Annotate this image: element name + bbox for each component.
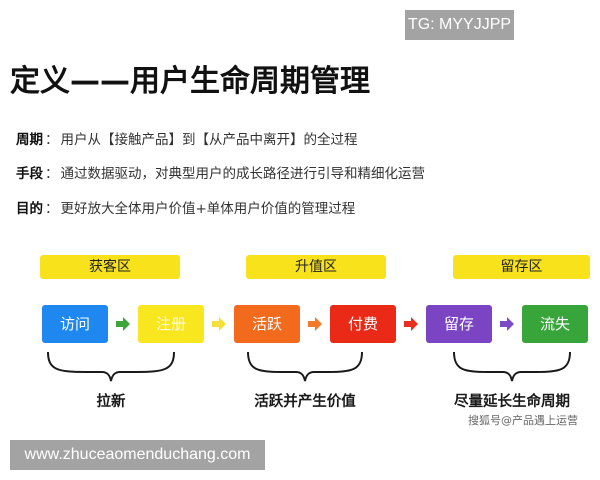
curly-brace-icon bbox=[453, 351, 571, 382]
definition-text: 通过数据驱动，对典型用户的成长路径进行引导和精细化运营 bbox=[60, 166, 426, 182]
definition-key: 周期 bbox=[16, 132, 43, 148]
tg-watermark-badge: TG: MYYJJPP bbox=[405, 10, 514, 40]
arrow-right-icon bbox=[500, 317, 514, 331]
definition-separator: ： bbox=[45, 132, 59, 148]
stage-churned: 流失 bbox=[522, 305, 588, 343]
definition-text: 更好放大全体用户价值+单体用户价值的管理过程 bbox=[60, 201, 356, 217]
definition-means: 手段：通过数据驱动，对典型用户的成长路径进行引导和精细化运营 bbox=[16, 162, 425, 182]
group-label-retention: 尽量延长生命周期 bbox=[454, 394, 570, 410]
stage-register: 注册 bbox=[138, 305, 204, 343]
definition-separator: ： bbox=[45, 201, 59, 217]
definition-key: 目的 bbox=[16, 201, 43, 217]
definition-key: 手段 bbox=[16, 166, 43, 182]
zone-retention: 留存区 bbox=[453, 255, 590, 279]
stage-paying: 付费 bbox=[330, 305, 396, 343]
stage-retained: 留存 bbox=[426, 305, 492, 343]
curly-brace-icon bbox=[47, 351, 175, 382]
definition-goal: 目的：更好放大全体用户价值+单体用户价值的管理过程 bbox=[16, 197, 355, 217]
source-watermark: 搜狐号@产品遇上运营 bbox=[468, 414, 578, 427]
definition-cycle: 周期：用户从【接触产品】到【从产品中离开】的全过程 bbox=[16, 128, 358, 148]
group-label-activation: 活跃并产生价值 bbox=[254, 394, 356, 410]
definition-text: 用户从【接触产品】到【从产品中离开】的全过程 bbox=[60, 132, 358, 148]
definition-separator: ： bbox=[45, 166, 59, 182]
arrow-right-icon bbox=[308, 317, 322, 331]
group-label-acquisition: 拉新 bbox=[96, 394, 126, 410]
page-title: 定义——用户生命周期管理 bbox=[10, 64, 370, 99]
stage-visit: 访问 bbox=[42, 305, 108, 343]
zone-value-growth: 升值区 bbox=[246, 255, 386, 279]
stage-active: 活跃 bbox=[234, 305, 300, 343]
arrow-right-icon bbox=[404, 317, 418, 331]
arrow-right-icon bbox=[212, 317, 226, 331]
url-watermark-badge: www.zhuceaomenduchang.com bbox=[10, 440, 265, 470]
arrow-right-icon bbox=[116, 317, 130, 331]
curly-brace-icon bbox=[247, 351, 363, 382]
zone-acquisition: 获客区 bbox=[40, 255, 180, 279]
